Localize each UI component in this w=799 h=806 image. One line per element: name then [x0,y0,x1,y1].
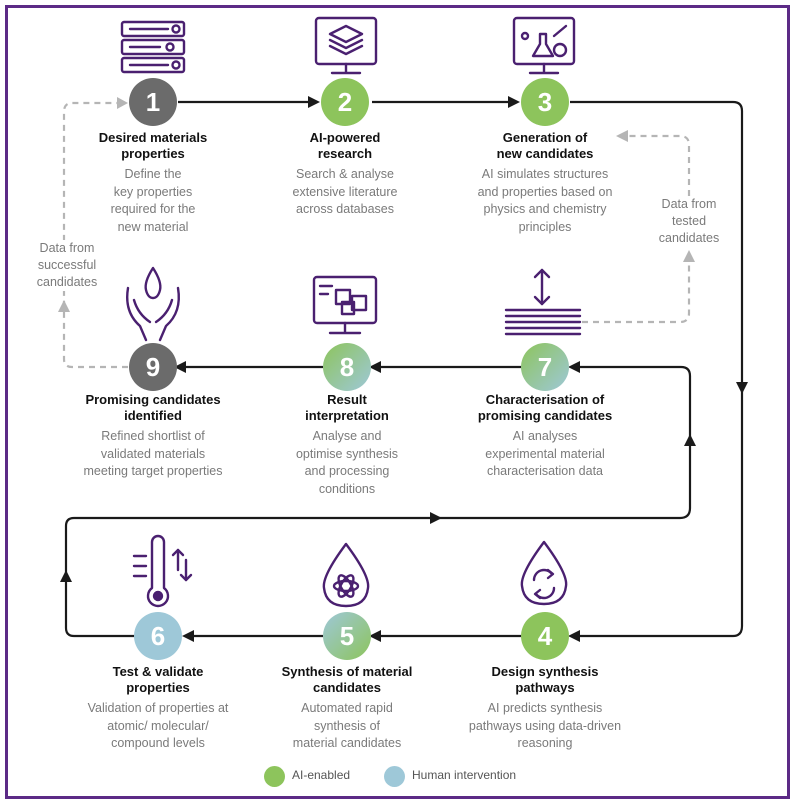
arrowhead [616,130,628,142]
arrowhead [174,361,186,373]
arrowhead [369,630,381,642]
svg-text:3: 3 [538,87,552,117]
svg-text:7: 7 [538,352,552,382]
arrowhead [683,250,695,262]
step-badge-1: 1 [129,78,177,126]
svg-text:5: 5 [340,621,354,651]
server-rack-icon [120,20,186,74]
hands-drop-icon [126,266,180,342]
monitor-layers-icon [314,16,378,75]
arrowhead [369,361,381,373]
droplet-cycle-icon [520,540,568,606]
step-badge-9: 9 [129,343,177,391]
svg-text:8: 8 [340,352,354,382]
diagram-border [5,5,790,799]
svg-text:4: 4 [538,621,553,651]
arrowhead [684,434,696,446]
droplet-atom-icon [322,542,370,608]
arrowhead [308,96,320,108]
legend-human-label: Human intervention [412,768,517,782]
step-badge-3: 3 [521,78,569,126]
svg-text:2: 2 [338,87,352,117]
flow-arrows [64,100,744,638]
svg-text:6: 6 [151,621,165,651]
legend-human-swatch [384,766,405,787]
arrowhead [60,570,72,582]
step-badge-6: 6 [134,612,182,660]
feedback-7-up [582,262,691,324]
step-badge-8: 8 [323,343,371,391]
legend-ai-swatch [264,766,285,787]
monitor-lab-flask-icon [512,16,576,75]
arrow-heads [60,96,748,642]
arrowhead [568,630,580,642]
thermometer-icon [132,534,193,608]
arrowhead [58,300,70,312]
monitor-boxes-icon [312,275,378,335]
legend-ai-label: AI-enabled [292,768,351,782]
arrowhead [736,382,748,394]
svg-text:1: 1 [146,87,160,117]
svg-text:9: 9 [146,352,160,382]
feedback-arrows [62,101,691,369]
arrow-3-to-4 [570,100,744,638]
feedback-note-successful: Data from successful candidates [22,240,112,291]
step-badge-7: 7 [521,343,569,391]
arrow-6-to-7 [64,365,692,638]
arrowhead [182,630,194,642]
arrowhead [568,361,580,373]
step-badge-4: 4 [521,612,569,660]
feedback-9-to-1 [62,101,128,369]
feedback-note-tested: Data from tested candidates [646,196,732,247]
arrowhead [117,97,128,109]
step-badge-5: 5 [323,612,371,660]
step-badge-2: 2 [321,78,369,126]
arrowhead [508,96,520,108]
arrowhead [430,512,442,524]
compression-layers-icon [504,268,582,336]
feedback-to-3 [628,134,691,218]
